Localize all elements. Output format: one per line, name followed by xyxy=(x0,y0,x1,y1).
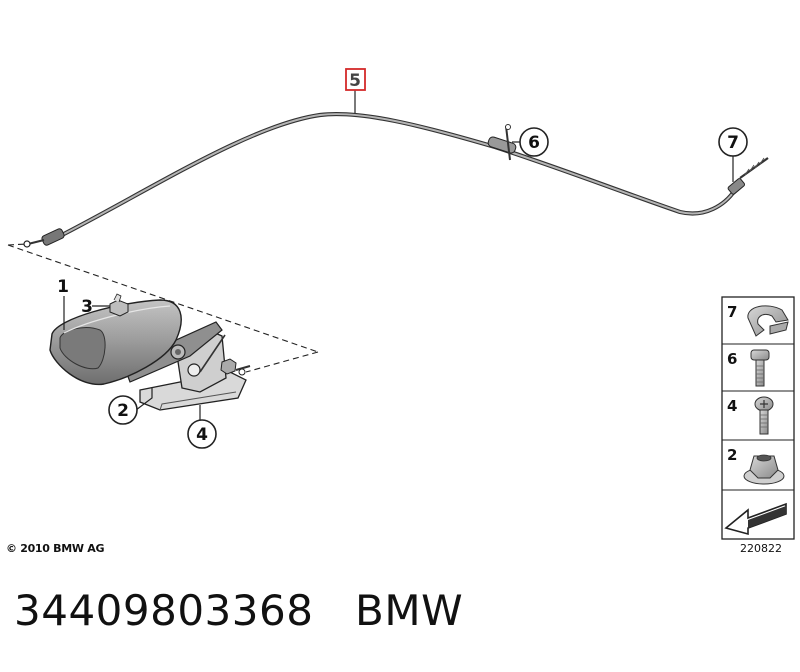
svg-text:4: 4 xyxy=(727,397,737,415)
cable-rear-end xyxy=(727,157,769,195)
svg-text:2: 2 xyxy=(117,401,129,421)
legend-item-2[interactable]: 2 xyxy=(727,446,785,485)
svg-text:1: 1 xyxy=(57,277,69,297)
brand-name: BMW xyxy=(355,586,464,635)
callout-5-highlighted[interactable]: 5 xyxy=(345,68,366,91)
screw-icon xyxy=(754,396,774,435)
svg-text:2: 2 xyxy=(727,446,737,464)
callout-1[interactable]: 1 xyxy=(57,277,69,297)
diagram-id: 220822 xyxy=(740,542,782,555)
legend-item-arrow[interactable] xyxy=(724,502,787,536)
callout-7[interactable]: 7 xyxy=(718,127,748,157)
legend-item-7[interactable]: 7 xyxy=(727,303,789,337)
svg-text:6: 6 xyxy=(528,133,540,153)
svg-text:7: 7 xyxy=(727,303,737,321)
svg-text:4: 4 xyxy=(196,425,208,445)
legend-item-6[interactable]: 6 xyxy=(727,349,770,387)
clip-part-3 xyxy=(109,293,129,317)
copyright-text: © 2010 BMW AG xyxy=(6,542,105,555)
callout-6[interactable]: 6 xyxy=(519,127,549,157)
part-number: 34409803368 xyxy=(14,586,314,635)
part-caption: 34409803368 BMW xyxy=(14,586,463,635)
callout-4[interactable]: 4 xyxy=(187,419,217,449)
reference-lines xyxy=(7,243,319,373)
brake-cable xyxy=(23,111,769,248)
handbrake-lever-assembly xyxy=(49,299,251,411)
clip-icon xyxy=(747,305,789,337)
callout-2[interactable]: 2 xyxy=(108,395,138,425)
svg-text:6: 6 xyxy=(727,350,737,368)
svg-text:3: 3 xyxy=(81,297,93,317)
callout-3[interactable]: 3 xyxy=(81,297,93,317)
cable-end-fitting xyxy=(23,228,65,248)
svg-text:7: 7 xyxy=(727,133,739,153)
arrow-icon xyxy=(724,502,787,536)
svg-text:5: 5 xyxy=(349,71,361,91)
legend-item-4[interactable]: 4 xyxy=(727,396,774,435)
leader-lines xyxy=(63,90,734,424)
cable-grommet xyxy=(487,124,517,161)
fastener-legend: 7 6 4 2 xyxy=(721,296,795,540)
bolt-icon xyxy=(750,349,770,387)
nut-icon xyxy=(743,454,785,485)
